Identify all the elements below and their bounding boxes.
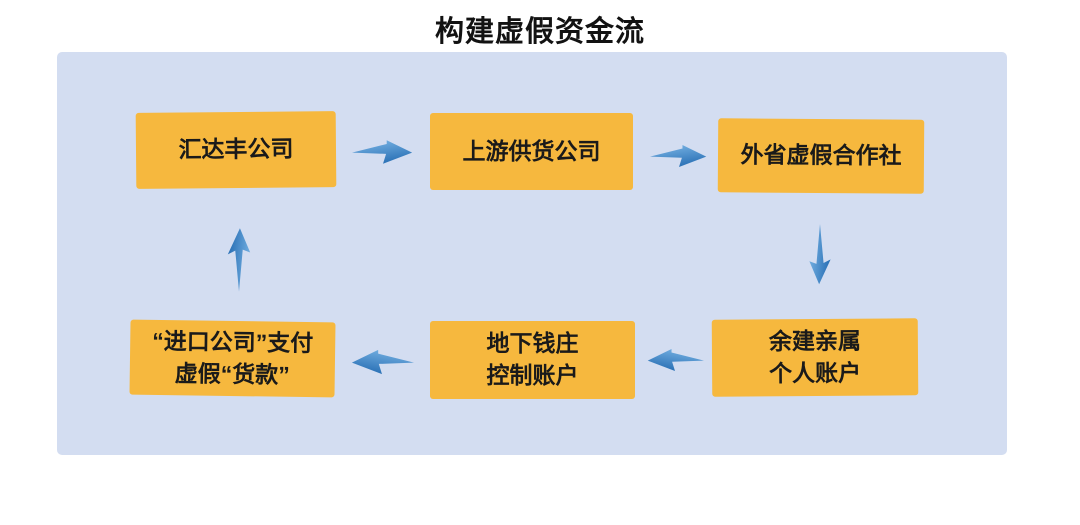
node-label: 汇达丰公司 (178, 135, 294, 163)
node-upstream-supplier: 上游供货公司 (430, 113, 633, 190)
node-label: “进口公司”支付 (152, 327, 314, 356)
node-label: 上游供货公司 (462, 137, 601, 164)
arrow-up-icon (227, 228, 251, 292)
node-underground-bank-accounts: 地下钱庄 控制账户 (430, 321, 635, 399)
arrow-down-icon (809, 224, 831, 285)
arrow-left-icon (351, 349, 414, 375)
node-import-company-fake-payment: “进口公司”支付 虚假“货款” (129, 319, 336, 398)
node-label: 个人账户 (769, 359, 862, 386)
diagram-title: 构建虚假资金流 (434, 16, 645, 48)
node-label: 虚假“货款” (174, 359, 290, 388)
node-label: 外省虚假合作社 (740, 141, 902, 169)
node-huidafeng-company: 汇达丰公司 (135, 111, 337, 189)
arrow-left-icon (647, 348, 704, 372)
node-out-province-fake-coop: 外省虚假合作社 (717, 118, 925, 194)
node-label: 控制账户 (486, 362, 579, 388)
node-yujian-relatives-accounts: 余建亲属 个人账户 (711, 318, 919, 397)
arrow-right-icon (650, 144, 707, 168)
node-label: 余建亲属 (768, 327, 861, 355)
arrow-right-icon (352, 140, 413, 164)
node-label: 地下钱庄 (486, 330, 579, 357)
